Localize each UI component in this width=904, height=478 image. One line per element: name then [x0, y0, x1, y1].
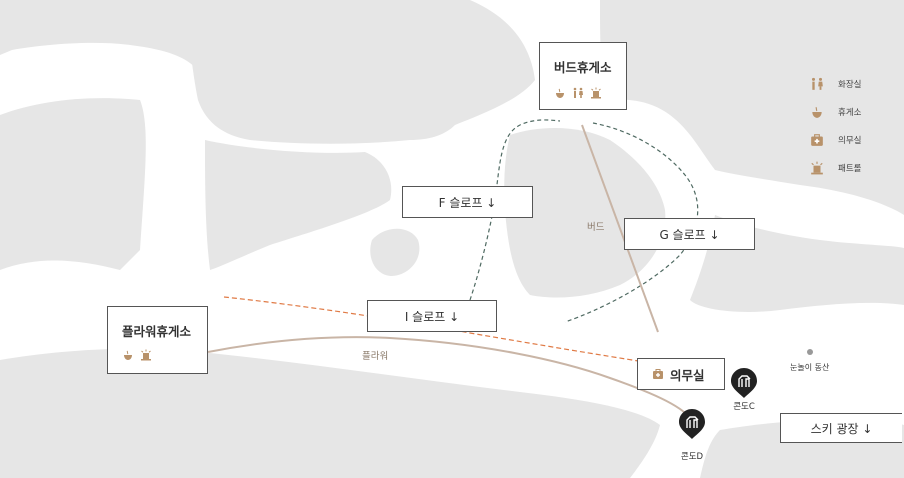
- cafe-icon: [124, 350, 132, 360]
- cafe-icon: [556, 88, 564, 98]
- legend-patrol: 패트롤: [810, 154, 861, 182]
- bird-path-line: [581, 124, 659, 333]
- bird-path-label: 버드: [587, 222, 605, 233]
- legend-restroom: 화장실: [810, 70, 861, 98]
- patrol-icon: [591, 87, 601, 99]
- condo-d-marker[interactable]: 콘도D: [679, 409, 705, 462]
- snow-hill-dot: [807, 349, 813, 355]
- medical-icon: [811, 134, 823, 146]
- flower-rest-area-title: 플라워휴게소: [122, 324, 192, 339]
- orange-route: [223, 296, 646, 363]
- flower-path-line: [207, 336, 691, 419]
- terrain-center-right-block: [504, 128, 666, 298]
- condo-c-label: 콘도C: [733, 402, 755, 412]
- flower-rest-area-icons: [122, 349, 152, 361]
- condo-pin-icon: [731, 368, 757, 398]
- slope-g-box[interactable]: G 슬로프 ↓: [624, 218, 755, 250]
- map-legend: 화장실 휴게소 의무실 패트롤: [810, 70, 861, 182]
- legend-medical: 의무실: [810, 126, 861, 154]
- terrain-bottom: [0, 348, 660, 478]
- medical-room-box[interactable]: 의무실: [637, 358, 725, 390]
- terrain-top-right: [600, 0, 904, 215]
- terrain-left-slope: [0, 98, 146, 270]
- medical-room-label: 의무실: [670, 367, 705, 383]
- slope-f-box[interactable]: F 슬로프 ↓: [402, 186, 533, 218]
- ski-plaza-box[interactable]: 스키 광장 ↓: [780, 413, 902, 443]
- patrol-icon: [141, 349, 151, 361]
- terrain-center-block: [205, 140, 392, 270]
- restroom-icon: [811, 77, 823, 90]
- restroom-icon: [573, 87, 583, 98]
- condo-pin-icon: [679, 409, 705, 439]
- patrol-icon: [811, 161, 823, 175]
- bird-rest-area-icons: [554, 87, 602, 99]
- green-route-left: [469, 119, 561, 301]
- snow-hill-label: 눈놀이 동산: [790, 363, 830, 372]
- condo-c-marker[interactable]: 콘도C: [731, 368, 757, 412]
- terrain-upper-left-band: [0, 0, 245, 100]
- legend-patrol-label: 패트롤: [838, 164, 862, 174]
- legend-rest-area-label: 휴게소: [838, 108, 862, 118]
- legend-medical-label: 의무실: [838, 136, 862, 146]
- medical-icon: [653, 369, 663, 379]
- legend-restroom-label: 화장실: [838, 80, 862, 90]
- flower-path-label: 플라워: [362, 351, 389, 362]
- flower-rest-area[interactable]: 플라워휴게소: [107, 306, 208, 374]
- condo-d-label: 콘도D: [680, 452, 704, 462]
- slope-i-box[interactable]: I 슬로프 ↓: [367, 300, 497, 332]
- cafe-icon: [812, 106, 822, 118]
- bird-rest-area-title: 버드휴게소: [554, 60, 612, 75]
- bird-rest-area[interactable]: 버드휴게소: [539, 42, 627, 110]
- legend-rest-area: 휴게소: [810, 98, 861, 126]
- terrain-upper-middle-block: [185, 0, 535, 144]
- terrain-knob: [370, 228, 420, 276]
